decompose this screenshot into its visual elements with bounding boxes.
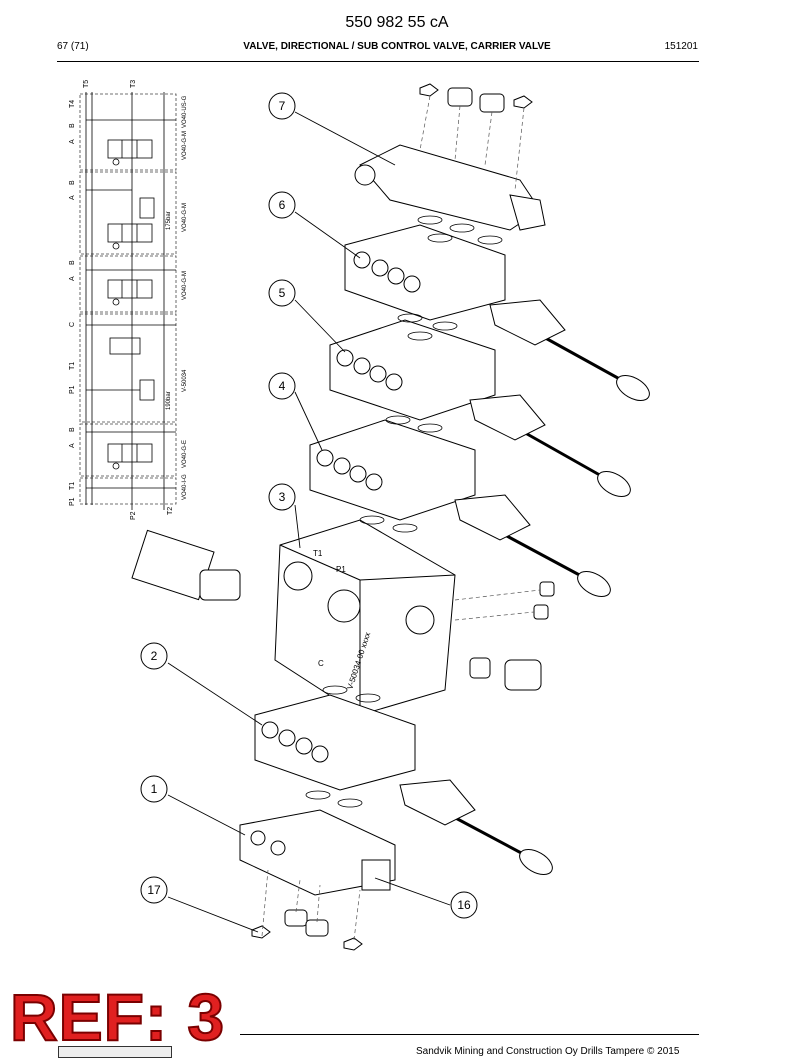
section-code: VO40-G-M <box>182 203 188 232</box>
port-label: P1 <box>69 385 76 394</box>
document-number: 550 982 55 cA <box>345 14 449 31</box>
callout-label: 6 <box>279 198 286 212</box>
callout-label: 7 <box>279 99 286 113</box>
copyright-text: Sandvik Mining and Construction Oy Drill… <box>416 1046 680 1057</box>
hydraulic-schematic <box>79 92 177 510</box>
port-label: P2 <box>130 511 137 520</box>
pressure-setting: 175bar <box>166 211 172 230</box>
port-label: T5 <box>83 80 90 88</box>
port-label: B <box>69 123 76 128</box>
section-code: VO40-G-M <box>182 271 188 300</box>
page-number: 67 (71) <box>57 41 89 52</box>
section-code: VO40-US-G <box>182 95 188 128</box>
callout-label: 5 <box>279 286 286 300</box>
pressure-setting: 190bar <box>166 391 172 410</box>
document-title: VALVE, DIRECTIONAL / SUB CONTROL VALVE, … <box>243 41 551 52</box>
port-label: A <box>69 195 76 200</box>
port-label: T4 <box>69 100 76 108</box>
section-code: VO40-I-G <box>182 474 188 500</box>
port-label: A <box>69 443 76 448</box>
footer-rule <box>240 1034 699 1035</box>
callout-label: 1 <box>151 782 158 796</box>
section-code: V-50034 <box>182 369 188 392</box>
header-rule <box>57 61 699 62</box>
port-label: T1 <box>69 482 76 490</box>
port-label: B <box>69 180 76 185</box>
port-marking: C <box>318 659 324 668</box>
port-label: P1 <box>69 497 76 506</box>
port-label: B <box>69 427 76 432</box>
valve-stack <box>131 83 555 951</box>
port-marking: P1 <box>336 565 346 574</box>
company-logo <box>58 1046 172 1058</box>
callout-label: 3 <box>279 490 286 504</box>
port-label: T2 <box>167 507 174 515</box>
callout-label: 2 <box>151 649 158 663</box>
port-label: A <box>69 276 76 281</box>
document-date: 151201 <box>664 41 698 52</box>
port-label: T1 <box>69 362 76 370</box>
port-label: C <box>69 322 76 327</box>
control-levers <box>399 299 650 875</box>
port-marking: T1 <box>313 549 323 558</box>
port-label: T3 <box>130 80 137 88</box>
callout-label: 4 <box>279 379 286 393</box>
section-code: VO40-G-E <box>182 440 188 468</box>
port-label: A <box>69 139 76 144</box>
ref-stamp: REF: 3 <box>9 980 226 1054</box>
port-label: B <box>69 260 76 265</box>
callout-label: 16 <box>457 898 471 912</box>
section-code: VO40-G-M <box>182 131 188 160</box>
callout-label: 17 <box>147 883 161 897</box>
